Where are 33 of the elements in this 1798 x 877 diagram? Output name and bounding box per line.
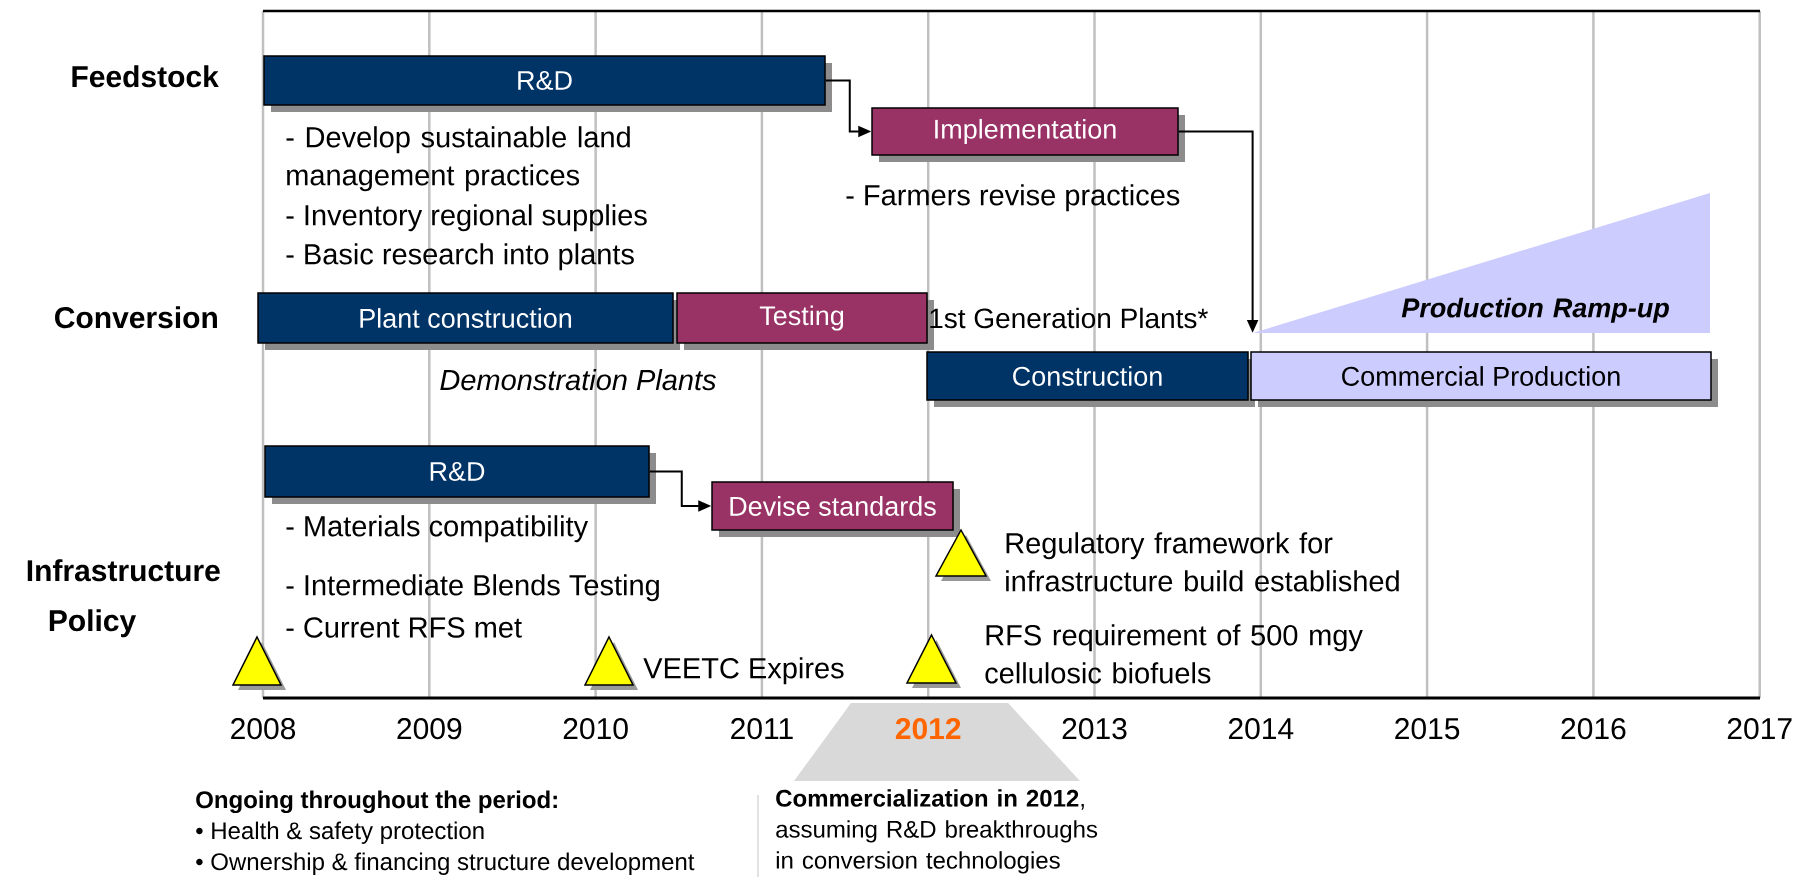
year-label: 2016 xyxy=(1561,718,1626,740)
note-item: • Ownership & financing structure development xyxy=(196,852,695,875)
note-item: • Health & safety protection xyxy=(196,821,484,844)
row-label: Infrastructure xyxy=(27,559,220,582)
note-text: - Basic research into plants xyxy=(286,243,634,271)
note-text: - Current RFS met xyxy=(286,617,522,638)
bar: Commercial Production xyxy=(1250,351,1718,407)
year-label: 2009 xyxy=(397,718,462,740)
ramp-triangle: Production Ramp-up xyxy=(1253,193,1710,333)
bar: Construction xyxy=(926,351,1255,407)
bar: R&D xyxy=(263,55,832,112)
bar: Devise standards xyxy=(711,481,960,537)
row-label: Policy xyxy=(49,609,137,638)
note-text: - Farmers revise practices xyxy=(846,184,1180,212)
year-label: 2015 xyxy=(1395,718,1460,740)
year-label: 2017 xyxy=(1727,718,1792,740)
note-text: Commercialization in 2012, assuming R&D breakthroughs in conversion technologies xyxy=(776,789,1098,874)
note-text: RFS requirement of 500 mgy cellulosic biofuels xyxy=(985,624,1363,684)
note-text: VEETC Expires xyxy=(643,657,844,685)
note-text: - Develop sustainable land management practices xyxy=(286,126,630,192)
note-text: - Materials compatibility xyxy=(286,515,589,543)
year-label: 2011 xyxy=(731,718,793,740)
row-label: Conversion xyxy=(55,306,217,329)
bar: Implementation xyxy=(871,107,1185,162)
bar: Plant construction xyxy=(257,292,680,350)
note-text: Regulatory framework for infrastructure build established xyxy=(1006,532,1399,592)
caption-text: Demonstration Plants xyxy=(440,369,716,391)
year-label: 2014 xyxy=(1228,718,1294,740)
year-label: 2013 xyxy=(1062,718,1127,740)
note-text: - Intermediate Blends Testing xyxy=(286,574,659,602)
note-heading: Ongoing throughout the period: xyxy=(196,790,557,814)
bar: R&D xyxy=(264,445,656,504)
note-text: - Inventory regional supplies xyxy=(286,204,647,232)
